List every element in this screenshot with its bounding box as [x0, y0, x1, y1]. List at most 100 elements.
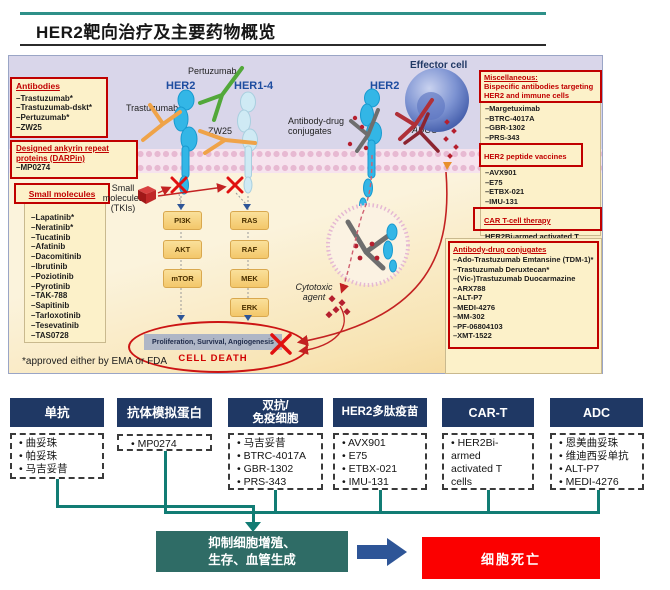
proliferation-box: Proliferation, Survival, Angiogenesis [144, 334, 282, 350]
drug-list: • HER2Bi-armed activated T cells [451, 437, 511, 489]
her2-left-label: HER2 [166, 80, 196, 92]
category-header-mimetic: 抗体模拟蛋白 [117, 398, 212, 427]
list-item: • 马吉妥昔 [19, 463, 68, 475]
cart-header-frame: CAR T-cell therapy [473, 207, 602, 231]
connector-line [597, 490, 600, 513]
pathway-right-column: RAS RAF MEK ERK [230, 211, 269, 317]
list-item: • ETBX-021 [342, 463, 398, 475]
category-header-bispecific: 双抗/ 免疫细胞 [228, 398, 323, 427]
pathway-left-column: PI3K AKT mTOR [163, 211, 202, 288]
pathway-node-pi3k: PI3K [163, 211, 202, 230]
connector-line [487, 490, 490, 513]
category-header-label: 单抗 [44, 405, 70, 420]
darpin-header: Designed ankyrin repeat proteins (DARPin… [16, 144, 109, 163]
small-molecules-box: –Lapatinib*–Neratinib*–Tucatinib–Afatini… [24, 191, 106, 343]
list-item: –Tarloxotinib [31, 310, 81, 320]
list-item: –MP0274 [16, 163, 51, 172]
category-header-label: 抗体模拟蛋白 [126, 405, 202, 420]
adc-list: –Ado-Trastuzumab Emtansine (TDM-1)*–Tras… [453, 255, 594, 341]
list-item: –Dacomitinib [31, 252, 82, 262]
list-item: –Poziotinib [31, 271, 74, 281]
list-item: –ZW25 [16, 122, 42, 132]
list-item: • ALT-P7 [559, 463, 600, 475]
bispecific-list: –Margetuximab–BTRC-4017A–GBR-1302–PRS-34… [481, 104, 600, 142]
adc-box: Antibody-drug conjugates –Ado-Trastuzuma… [445, 238, 602, 374]
list-item: –Neratinib* [31, 222, 74, 232]
adc-header: Antibody-drug conjugates [453, 245, 547, 254]
list-item: • BTRC-4017A [237, 450, 307, 462]
list-item: • E75 [342, 450, 368, 462]
list-item: –E75 [485, 177, 503, 187]
adc-diagram-label: Antibody-drug conjugates [288, 116, 345, 136]
connector-arrow-stem [252, 505, 255, 524]
cell-death-label: CELL DEATH [178, 353, 248, 364]
cell-death-result-box: 细胞死亡 [422, 537, 600, 579]
list-item: –ARX788 [453, 283, 486, 293]
cart-header: CAR T-cell therapy [484, 216, 551, 225]
list-item: –(Vic-)Trastuzumab Duocarmazine [453, 274, 576, 283]
list-item: –Ibrutinib [31, 261, 68, 271]
antibodies-box: Antibodies –Trastuzumab*–Trastuzumab-dsk… [10, 77, 108, 138]
list-item: –Pertuzumab* [16, 113, 70, 123]
her1-4-label: HER1-4 [234, 80, 274, 92]
list-item: –BTRC-4017A [485, 113, 535, 123]
pathway-node-akt: AKT [163, 240, 202, 259]
antibodies-list: –Trastuzumab*–Trastuzumab-dskt*–Pertuzum… [16, 94, 102, 133]
small-molecules-list: –Lapatinib*–Neratinib*–Tucatinib–Afatini… [31, 213, 101, 340]
list-item: –ALT-P7 [453, 293, 483, 302]
pathway-node-ras: RAS [230, 211, 269, 230]
drug-list-vaccine: • AVX901• E75• ETBX-021• IMU-131 [333, 433, 427, 490]
darpin-box: Designed ankyrin repeat proteins (DARPin… [10, 140, 138, 179]
drug-list-adc: • 恩美曲妥珠• 维迪西妥单抗• ALT-P7• MEDI-4276 [550, 433, 644, 490]
miscellaneous-box: Miscellaneous: Bispecific antibodies tar… [473, 70, 602, 250]
antibodies-header: Antibodies [16, 81, 60, 91]
vaccines-header: HER2 peptide vaccines [484, 152, 567, 161]
list-item: –Trastuzumab* [16, 93, 73, 103]
category-header-label: CAR-T [468, 405, 508, 420]
pathway-node-mek: MEK [230, 269, 269, 288]
list-item: –Margetuximab [485, 104, 541, 113]
vaccines-list: –AVX901–E75–ETBX-021–IMU-131 [481, 168, 600, 206]
list-item: • AVX901 [342, 437, 386, 449]
vaccines-header-frame: HER2 peptide vaccines [479, 143, 583, 167]
list-item: –Lapatinib* [31, 213, 75, 222]
category-header-label: 双抗/ 免疫细胞 [252, 399, 299, 425]
drug-list-bispecific: • 马吉妥昔• BTRC-4017A• GBR-1302• PRS-343 [228, 433, 323, 490]
connector-line [164, 511, 600, 514]
inhibition-result-box: 抑制细胞增殖、 生存、血管生成 [156, 531, 348, 572]
list-item: • MEDI-4276 [559, 476, 619, 488]
list-item: –Pyrotinib [31, 281, 71, 291]
adc-box-inner: Antibody-drug conjugates –Ado-Trastuzuma… [448, 241, 599, 349]
flow-arrow-head [387, 538, 407, 566]
list-item: • PRS-343 [237, 476, 287, 488]
pertuzumab-label: Pertuzumab [188, 66, 237, 76]
category-header-cart: CAR-T [442, 398, 534, 427]
list-item: –Trastuzumab-dskt* [16, 103, 93, 113]
category-header-adc: ADC [550, 398, 643, 427]
category-header-vaccine: HER2多肽疫苗 [333, 398, 427, 427]
cytotoxic-agent-label: Cytotoxic agent [295, 282, 333, 302]
list-item: • GBR-1302 [237, 463, 294, 475]
list-item: • 维迪西妥单抗 [559, 450, 629, 462]
connector-line [56, 479, 59, 507]
list-item: • HER2Bi-armed activated T cells [451, 437, 502, 488]
drug-list-mab: • 曲妥珠• 帕妥珠• 马吉妥昔 [10, 433, 104, 479]
drug-list: • MP0274 [131, 438, 208, 451]
drug-list: • 恩美曲妥珠• 维迪西妥单抗• ALT-P7• MEDI-4276 [559, 437, 640, 489]
category-header-mab: 单抗 [10, 398, 104, 427]
adcc-label: ADCC [412, 125, 438, 135]
pathway-node-mtor: mTOR [163, 269, 202, 288]
small-molecules-header: Small molecules [28, 188, 96, 199]
connector-line [274, 490, 277, 513]
drug-list: • 曲妥珠• 帕妥珠• 马吉妥昔 [19, 437, 100, 476]
list-item: • 恩美曲妥珠 [559, 437, 619, 449]
connector-arrowhead [245, 522, 261, 532]
proliferation-label: Proliferation, Survival, Angiogenesis [152, 338, 274, 346]
list-item: –Tesevatinib [31, 320, 79, 330]
list-item: –IMU-131 [485, 196, 518, 206]
list-item: –Ado-Trastuzumab Emtansine (TDM-1)* [453, 255, 594, 264]
miscellaneous-header-frame: Miscellaneous: Bispecific antibodies tar… [479, 70, 602, 103]
flow-arrow-body [357, 545, 387, 559]
list-item: • MP0274 [131, 438, 177, 450]
